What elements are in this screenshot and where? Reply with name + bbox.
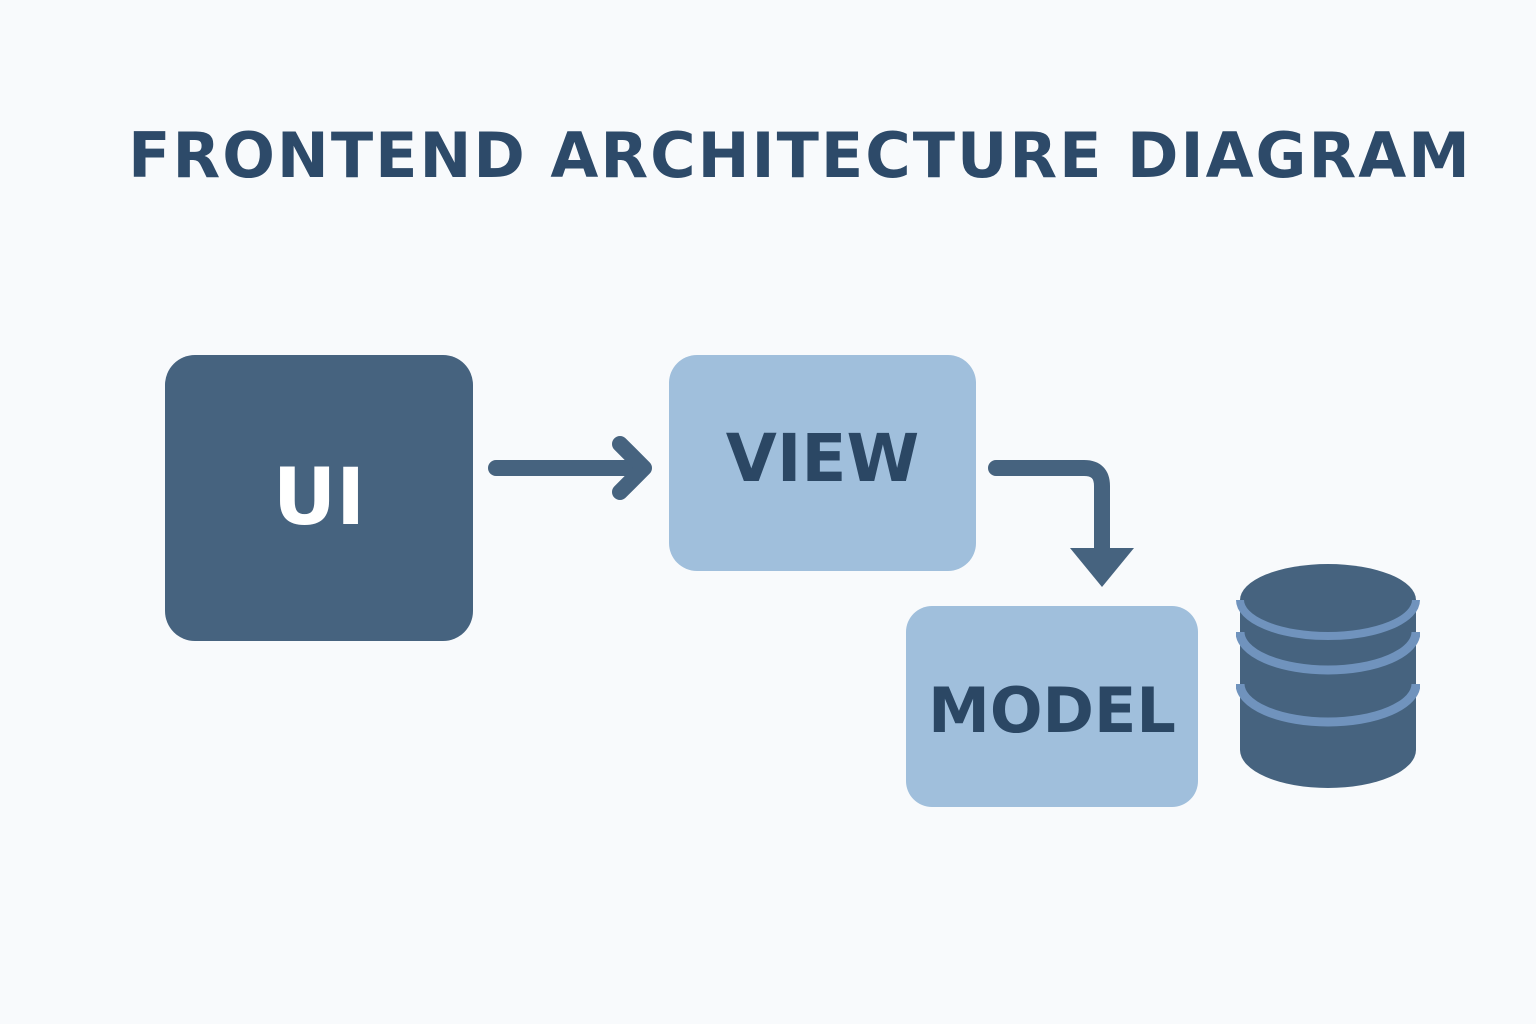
ui-to-view-arrow-icon bbox=[488, 436, 652, 500]
ui-node: UI bbox=[165, 355, 473, 641]
view-node: VIEW bbox=[669, 355, 976, 571]
model-node: MODEL bbox=[906, 606, 1198, 807]
database-icon bbox=[1236, 564, 1420, 788]
view-to-model-arrow-icon bbox=[988, 460, 1134, 587]
page-title: FRONTEND ARCHITECTURE DIAGRAM bbox=[128, 119, 1472, 192]
